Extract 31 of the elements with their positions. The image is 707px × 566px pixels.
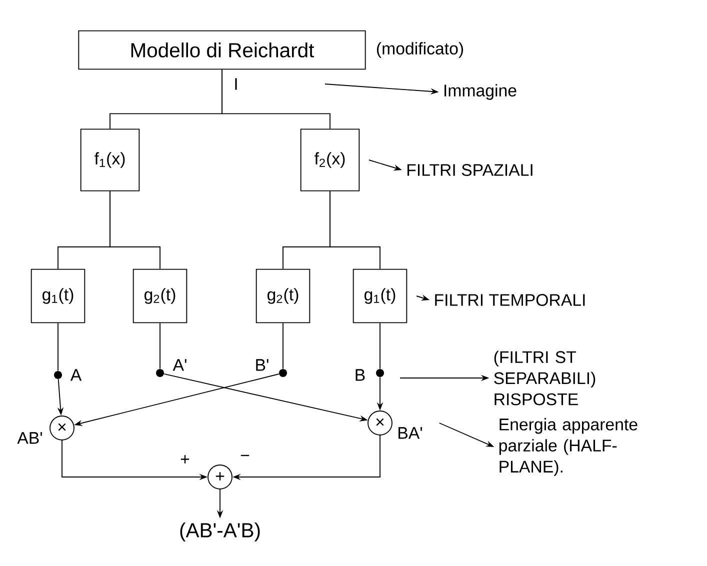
filter-box: f$_{1}$(x) [80, 128, 140, 192]
title-box: Modello di Reichardt [78, 30, 366, 70]
signal-label: BA' [398, 427, 422, 439]
edge-label: I [235, 78, 237, 90]
filter-box: g$_{1}$(t) [352, 268, 408, 324]
filter-box: f$_{2}$(x) [300, 128, 360, 192]
signal-label: (modificato) [377, 42, 464, 58]
filter-box: g$_{2}$(t) [132, 268, 188, 324]
junction-dot [156, 369, 164, 377]
signal-label: A [70, 369, 82, 381]
edge-label: − [240, 454, 250, 456]
signal-label: B' [256, 359, 268, 371]
annotation-text: (FILTRI ST SEPARABILI) RISPOSTE [494, 350, 596, 406]
junction-dot [54, 371, 62, 379]
annotation-text: FILTRI SPAZIALI [407, 164, 532, 176]
connector-line [330, 190, 380, 270]
connector-line [110, 190, 160, 270]
annotation-text: FILTRI TEMPORALI [435, 294, 585, 306]
output-text: (AB'-A'B) [180, 522, 260, 542]
signal-label: A' [172, 359, 186, 371]
signal-label: AB' [17, 432, 42, 444]
edge-label: + [180, 455, 190, 464]
filter-box: g$_{2}$(t) [256, 268, 310, 324]
filter-box: g$_{1}$(t) [30, 268, 86, 324]
signal-label: B [356, 369, 365, 381]
junction-dot [279, 369, 287, 377]
annotation-text: Energia apparente parziale (HALF-PLANE). [499, 418, 638, 476]
connector-line [222, 69, 330, 130]
annotation-text: Immagine [444, 84, 516, 100]
junction-dot [376, 369, 384, 377]
connector-line [282, 322, 284, 370]
